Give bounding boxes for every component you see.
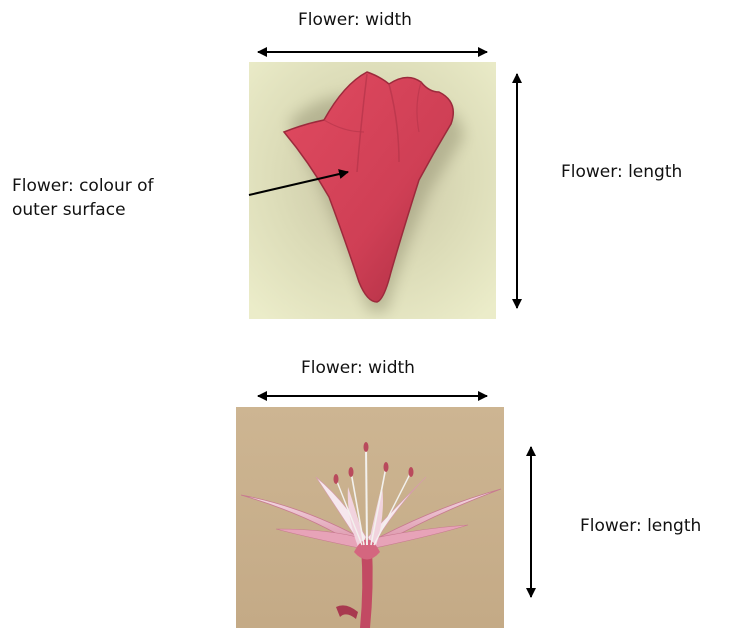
flower1-colour-pointer-arrow — [249, 172, 348, 195]
